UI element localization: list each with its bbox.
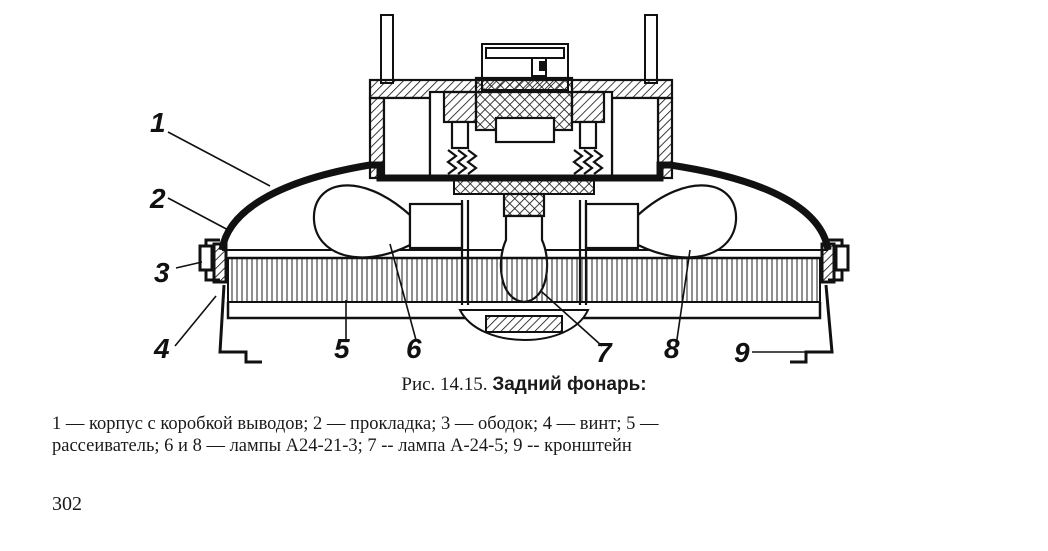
housing-dome xyxy=(218,161,832,251)
callout-5: 5 xyxy=(334,333,350,364)
lamp-8 xyxy=(578,184,738,305)
callout-7: 7 xyxy=(596,337,613,368)
legend-line-1: 1 — корпус с коробкой выводов; 2 — прокл… xyxy=(52,414,659,434)
callout-8: 8 xyxy=(664,333,680,364)
legend-line-2: рассеиватель; 6 и 8 — лампы А24-21-3; 7 … xyxy=(52,436,632,456)
page-number: 302 xyxy=(52,493,82,515)
callout-9: 9 xyxy=(734,337,750,368)
callout-3: 3 xyxy=(154,257,170,288)
leader-lines xyxy=(167,131,806,353)
figure-legend: 1 — корпус с коробкой выводов; 2 — прокл… xyxy=(52,413,982,457)
mounting-studs xyxy=(380,14,658,84)
lamp-holder-plate xyxy=(453,179,595,195)
rear-lamp-cross-section: 1 2 3 4 5 6 7 8 9 xyxy=(149,14,850,368)
contact-springs xyxy=(446,120,604,175)
caption-prefix: Рис. 14.15. xyxy=(401,374,488,395)
terminal-box xyxy=(368,76,674,180)
caption-title: Задний фонарь: xyxy=(492,374,647,395)
callout-6: 6 xyxy=(406,333,422,364)
figure-caption: Рис. 14.15. Задний фонарь: xyxy=(0,374,1048,396)
callout-4: 4 xyxy=(153,333,170,364)
callout-2: 2 xyxy=(149,183,166,214)
diffuser-lens xyxy=(226,256,822,341)
rim-and-brackets xyxy=(198,238,850,364)
callout-1: 1 xyxy=(150,107,166,138)
